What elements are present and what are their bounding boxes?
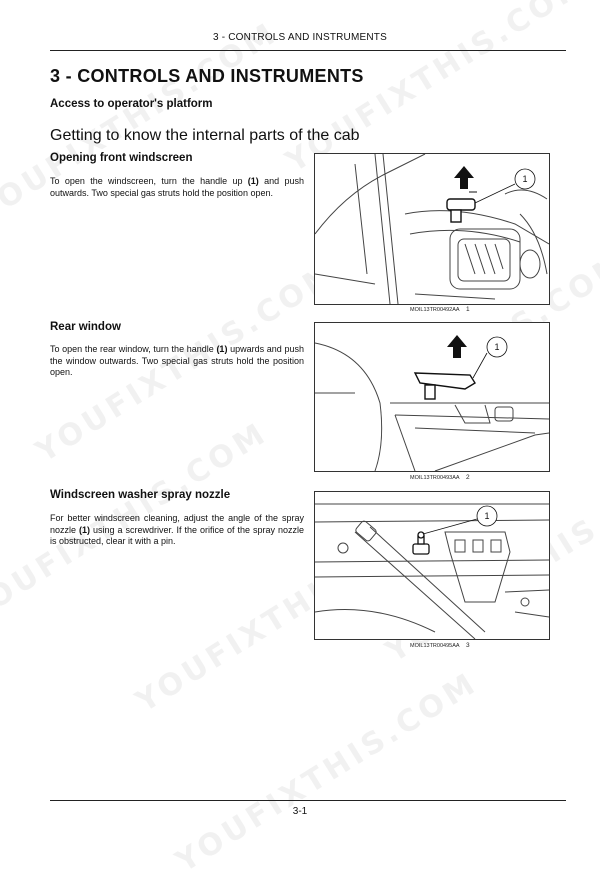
- paragraph-text: For better windscreen cleaning, adjust t…: [50, 513, 304, 535]
- illustration-front-windscreen-handle: 1: [315, 154, 549, 304]
- figure-washer-nozzle: 1: [314, 491, 550, 640]
- paragraph-text: and push outwards. Two special gas strut…: [50, 176, 304, 198]
- figure-code: MOIL13TR00495AA: [410, 643, 460, 649]
- chapter-title: 3 - CONTROLS AND INSTRUMENTS: [50, 66, 364, 86]
- illustration-rear-window-handle: 1: [315, 335, 549, 471]
- block-title-rear-window: Rear window: [50, 321, 121, 333]
- footer-divider: [50, 800, 566, 801]
- header-divider: [50, 50, 566, 51]
- paragraph-text: To open the windscreen, turn the handle …: [50, 176, 248, 186]
- paragraph-text: To open the rear window, turn the handle: [50, 344, 217, 354]
- paragraph-text: using a screwdriver. If the orifice of t…: [50, 524, 304, 547]
- callout-marker: [514, 168, 536, 190]
- paragraph-text: upwards and push the window outwards. Tw…: [50, 344, 304, 378]
- callout-reference: (1): [247, 176, 259, 186]
- paragraph-rear-window: To open the rear window, turn the handle…: [50, 344, 304, 379]
- paragraph-washer-nozzle: For better windscreen cleaning, adjust t…: [50, 513, 304, 548]
- paragraph-front-windscreen: To open the windscreen, turn the handle …: [50, 176, 304, 199]
- callout-label: 1: [522, 174, 527, 184]
- section-title: Getting to know the internal parts of th…: [50, 127, 360, 144]
- callout-marker: [476, 505, 498, 527]
- callout-reference: (1): [216, 344, 228, 354]
- running-header: 3 - CONTROLS AND INSTRUMENTS: [213, 32, 387, 43]
- figure-number: 2: [466, 474, 470, 481]
- figure-code: MOIL13TR00492AA: [410, 307, 460, 313]
- callout-marker: [486, 336, 508, 358]
- callout-label: 1: [494, 342, 499, 352]
- block-title-washer-nozzle: Windscreen washer spray nozzle: [50, 489, 231, 501]
- figure-number: 3: [466, 642, 470, 649]
- figure-rear-window: 1: [314, 322, 550, 472]
- callout-label: 1: [484, 511, 489, 521]
- block-title-front-windscreen: Opening front windscreen: [50, 152, 193, 164]
- illustration-washer-spray-nozzle: 1: [315, 503, 549, 639]
- figure-code: MOIL13TR00493AA: [410, 475, 460, 481]
- callout-reference: (1): [79, 524, 91, 535]
- chapter-subheading: Access to operator's platform: [50, 98, 213, 110]
- figure-front-windscreen: 1: [314, 153, 550, 305]
- figure-number: 1: [466, 306, 470, 313]
- page-number: 3-1: [292, 806, 308, 817]
